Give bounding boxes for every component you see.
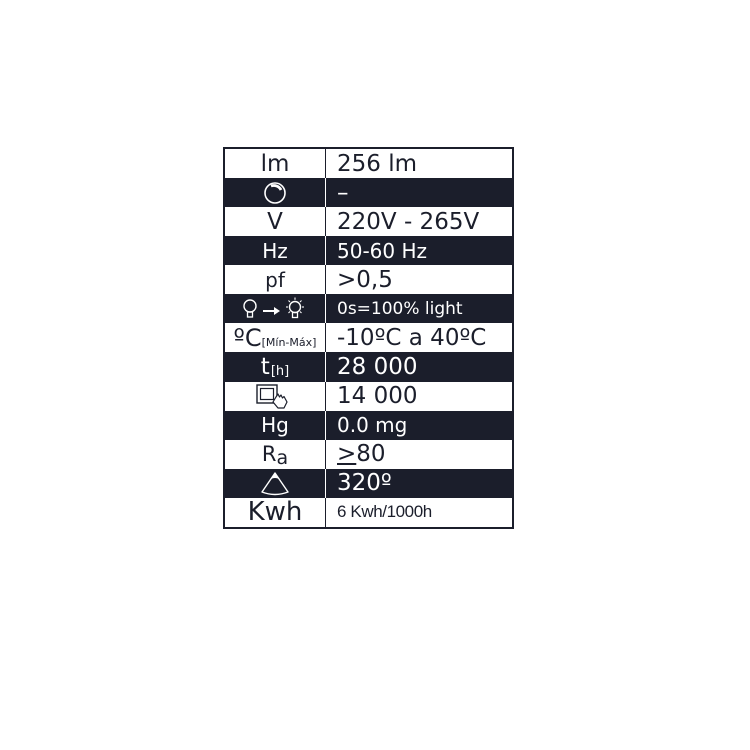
label-voltage: V — [225, 207, 326, 237]
row-lifetime: t[h] 28 000 — [225, 352, 512, 382]
value-lumens: 256 lm — [337, 150, 418, 177]
row-power-factor: pf >0,5 — [225, 265, 512, 295]
value-color-rendering: >80 — [326, 440, 512, 469]
label-energy: Kwh — [225, 497, 326, 527]
label-lifetime-main: t — [260, 353, 270, 380]
value-bulb-shape: – — [337, 179, 349, 206]
row-lumens: lm 256 lm — [225, 149, 512, 179]
row-voltage: V 220V - 265V — [225, 207, 512, 237]
row-energy: Kwh 6 Kwh/1000h — [225, 497, 512, 527]
value-temperature: -10ºC a 40ºC — [337, 324, 487, 351]
label-beam-angle — [225, 468, 326, 498]
bulb-warmup-icon — [243, 297, 304, 318]
label-lifetime: t[h] — [225, 352, 326, 382]
value-beam-angle: 320º — [337, 470, 392, 497]
label-power-factor: pf — [225, 265, 326, 295]
label-bulb-shape — [225, 178, 326, 208]
value-color-rendering-prefix: > — [337, 441, 357, 468]
label-temperature-main: ºC — [233, 323, 262, 352]
row-frequency: Hz 50-60 Hz — [225, 236, 512, 266]
value-warmup: 0s=100% light — [337, 298, 463, 319]
label-color-rendering-main: R — [261, 442, 277, 467]
value-voltage: 220V - 265V — [337, 208, 480, 235]
label-warmup — [225, 294, 326, 324]
bulb-shape-icon — [264, 181, 286, 204]
label-temperature-range: [Mín-Máx] — [261, 336, 317, 350]
row-bulb-shape: – — [225, 178, 512, 208]
label-color-rendering-sub: a — [276, 446, 289, 469]
label-mercury: Hg — [225, 410, 326, 440]
label-frequency: Hz — [225, 236, 326, 266]
value-power-factor: >0,5 — [337, 266, 393, 293]
value-color-rendering-number: 80 — [356, 441, 386, 468]
row-mercury: Hg 0.0 mg — [225, 410, 512, 440]
label-lumens: lm — [225, 149, 326, 179]
label-lifetime-unit: [h] — [270, 363, 290, 379]
value-switch-cycles: 14 000 — [337, 383, 418, 410]
row-beam-angle: 320º — [225, 468, 512, 498]
value-mercury: 0.0 mg — [337, 413, 408, 438]
row-temperature: ºC[Mín-Máx] -10ºC a 40ºC — [225, 323, 512, 353]
switch-cycles-icon — [256, 384, 288, 409]
label-switch-cycles — [225, 381, 326, 411]
value-energy: 6 Kwh/1000h — [337, 502, 432, 522]
value-frequency: 50-60 Hz — [337, 238, 428, 263]
value-lifetime: 28 000 — [337, 353, 418, 380]
row-warmup: 0s=100% light — [225, 294, 512, 324]
label-temperature: ºC[Mín-Máx] — [225, 323, 326, 353]
row-switch-cycles: 14 000 — [225, 381, 512, 411]
spec-table: lm 256 lm – V 220V - 265V Hz 50-60 Hz pf… — [223, 147, 514, 529]
beam-angle-icon — [261, 472, 289, 496]
